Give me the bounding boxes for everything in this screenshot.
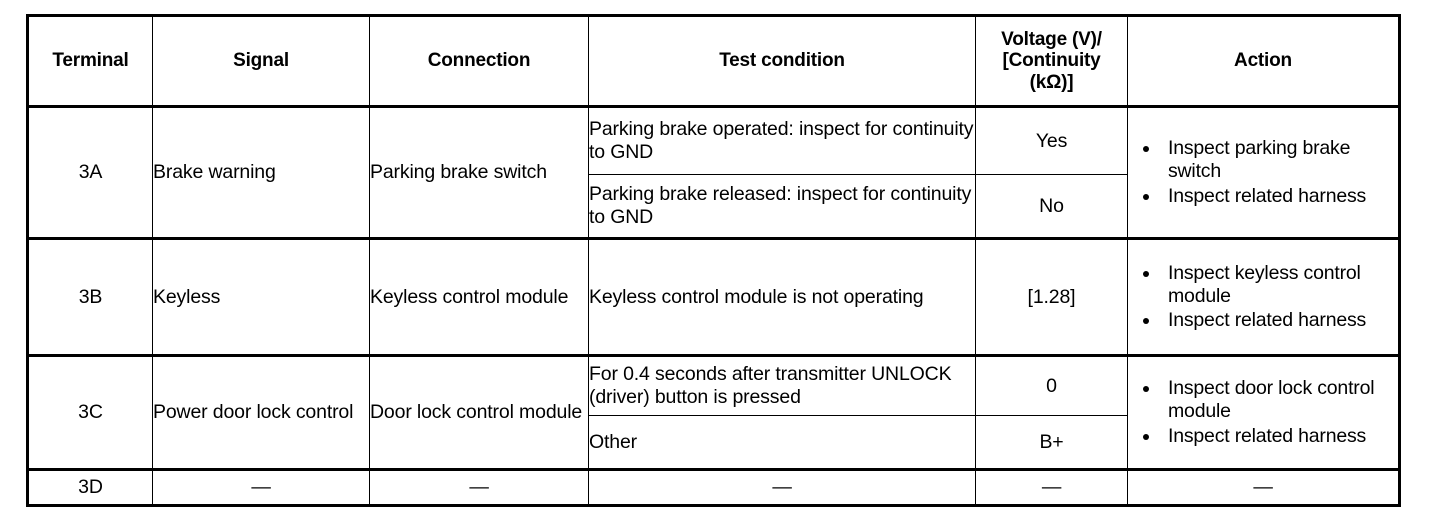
table-row: 3C Power door lock control Door lock con…: [26, 354, 1401, 470]
table-subrow: Other B+: [28, 415, 1400, 470]
cell-signal: Power door lock control: [152, 354, 370, 470]
column-header-terminal: Terminal: [26, 14, 153, 108]
cell-test-condition: For 0.4 seconds after transmitter UNLOCK…: [588, 354, 976, 416]
bullet-icon: [1143, 318, 1149, 325]
column-header-action: Action: [1127, 14, 1401, 108]
cell-voltage-continuity: —: [975, 468, 1128, 507]
list-item: Inspect related harness: [1142, 309, 1392, 332]
table-row: 3B Keyless Keyless control module Keyles…: [26, 237, 1401, 356]
cell-signal: Keyless: [152, 237, 370, 356]
table-row: 3A Brake warning Parking brake switch Pa…: [26, 106, 1401, 239]
table-header: Terminal Signal Connection Test conditio…: [26, 14, 1401, 108]
bullet-icon: [1143, 433, 1149, 440]
cell-connection: Door lock control module: [369, 354, 589, 470]
cell-action: —: [1127, 468, 1401, 507]
action-text: Inspect keyless control module: [1168, 261, 1361, 307]
cell-terminal: 3D: [26, 468, 153, 507]
header-row: Terminal Signal Connection Test conditio…: [26, 14, 1401, 108]
cell-test-condition: Other: [588, 415, 976, 470]
cell-connection: Keyless control module: [369, 237, 589, 356]
cell-voltage-continuity: B+: [975, 415, 1128, 470]
column-header-signal: Signal: [152, 14, 370, 108]
cell-connection: —: [369, 468, 589, 507]
voltage-header-line-2: [Continuity: [1002, 50, 1101, 72]
bullet-icon: [1143, 270, 1149, 277]
bullet-icon: [1143, 146, 1149, 153]
cell-signal: —: [152, 468, 370, 507]
column-header-test-condition: Test condition: [588, 14, 976, 108]
table-row: 3D — — — — —: [26, 468, 1401, 507]
terminal-inspection-table: Terminal Signal Connection Test conditio…: [26, 14, 1401, 507]
cell-test-condition: Keyless control module is not operating: [588, 237, 976, 356]
cell-voltage-continuity: 0: [975, 354, 1128, 416]
cell-terminal: 3C: [26, 354, 153, 470]
cell-voltage-continuity: [1.28]: [975, 237, 1128, 356]
table-subrow: Parking brake released: inspect for cont…: [28, 174, 1400, 239]
cell-signal: Brake warning: [152, 106, 370, 239]
list-item: Inspect door lock control module: [1142, 377, 1392, 423]
action-text: Inspect parking brake switch: [1168, 137, 1351, 183]
table-body: 3A Brake warning Parking brake switch Pa…: [26, 106, 1401, 507]
bullet-icon: [1143, 386, 1149, 393]
cell-action: Inspect door lock control module Inspect…: [1127, 354, 1401, 470]
action-list: Inspect keyless control module Inspect r…: [1128, 260, 1398, 334]
action-text: Inspect related harness: [1168, 309, 1367, 332]
cell-action: Inspect parking brake switch Inspect rel…: [1127, 106, 1401, 239]
cell-test-condition: Parking brake released: inspect for cont…: [588, 174, 976, 239]
cell-test-condition: —: [588, 468, 976, 507]
action-text: Inspect related harness: [1168, 184, 1367, 207]
cell-voltage-continuity: Yes: [975, 106, 1128, 175]
action-list: Inspect door lock control module Inspect…: [1128, 375, 1398, 449]
action-list: Inspect parking brake switch Inspect rel…: [1128, 135, 1398, 209]
cell-terminal: 3B: [26, 237, 153, 356]
column-header-connection: Connection: [369, 14, 589, 108]
action-text: Inspect related harness: [1168, 424, 1367, 447]
list-item: Inspect related harness: [1142, 425, 1392, 448]
cell-terminal: 3A: [26, 106, 153, 239]
column-header-voltage-continuity: Voltage (V)/ [Continuity (kΩ)]: [975, 14, 1128, 108]
action-text: Inspect door lock control module: [1168, 377, 1375, 423]
cell-voltage-continuity: No: [975, 174, 1128, 239]
cell-test-condition: Parking brake operated: inspect for cont…: [588, 106, 976, 175]
voltage-header-line-3: (kΩ)]: [1029, 71, 1074, 93]
voltage-header-line-1: Voltage (V)/: [1001, 29, 1102, 51]
cell-connection: Parking brake switch: [369, 106, 589, 239]
bullet-icon: [1143, 193, 1149, 200]
cell-action: Inspect keyless control module Inspect r…: [1127, 237, 1401, 356]
list-item: Inspect keyless control module: [1142, 262, 1392, 308]
list-item: Inspect related harness: [1142, 185, 1392, 208]
list-item: Inspect parking brake switch: [1142, 137, 1392, 183]
